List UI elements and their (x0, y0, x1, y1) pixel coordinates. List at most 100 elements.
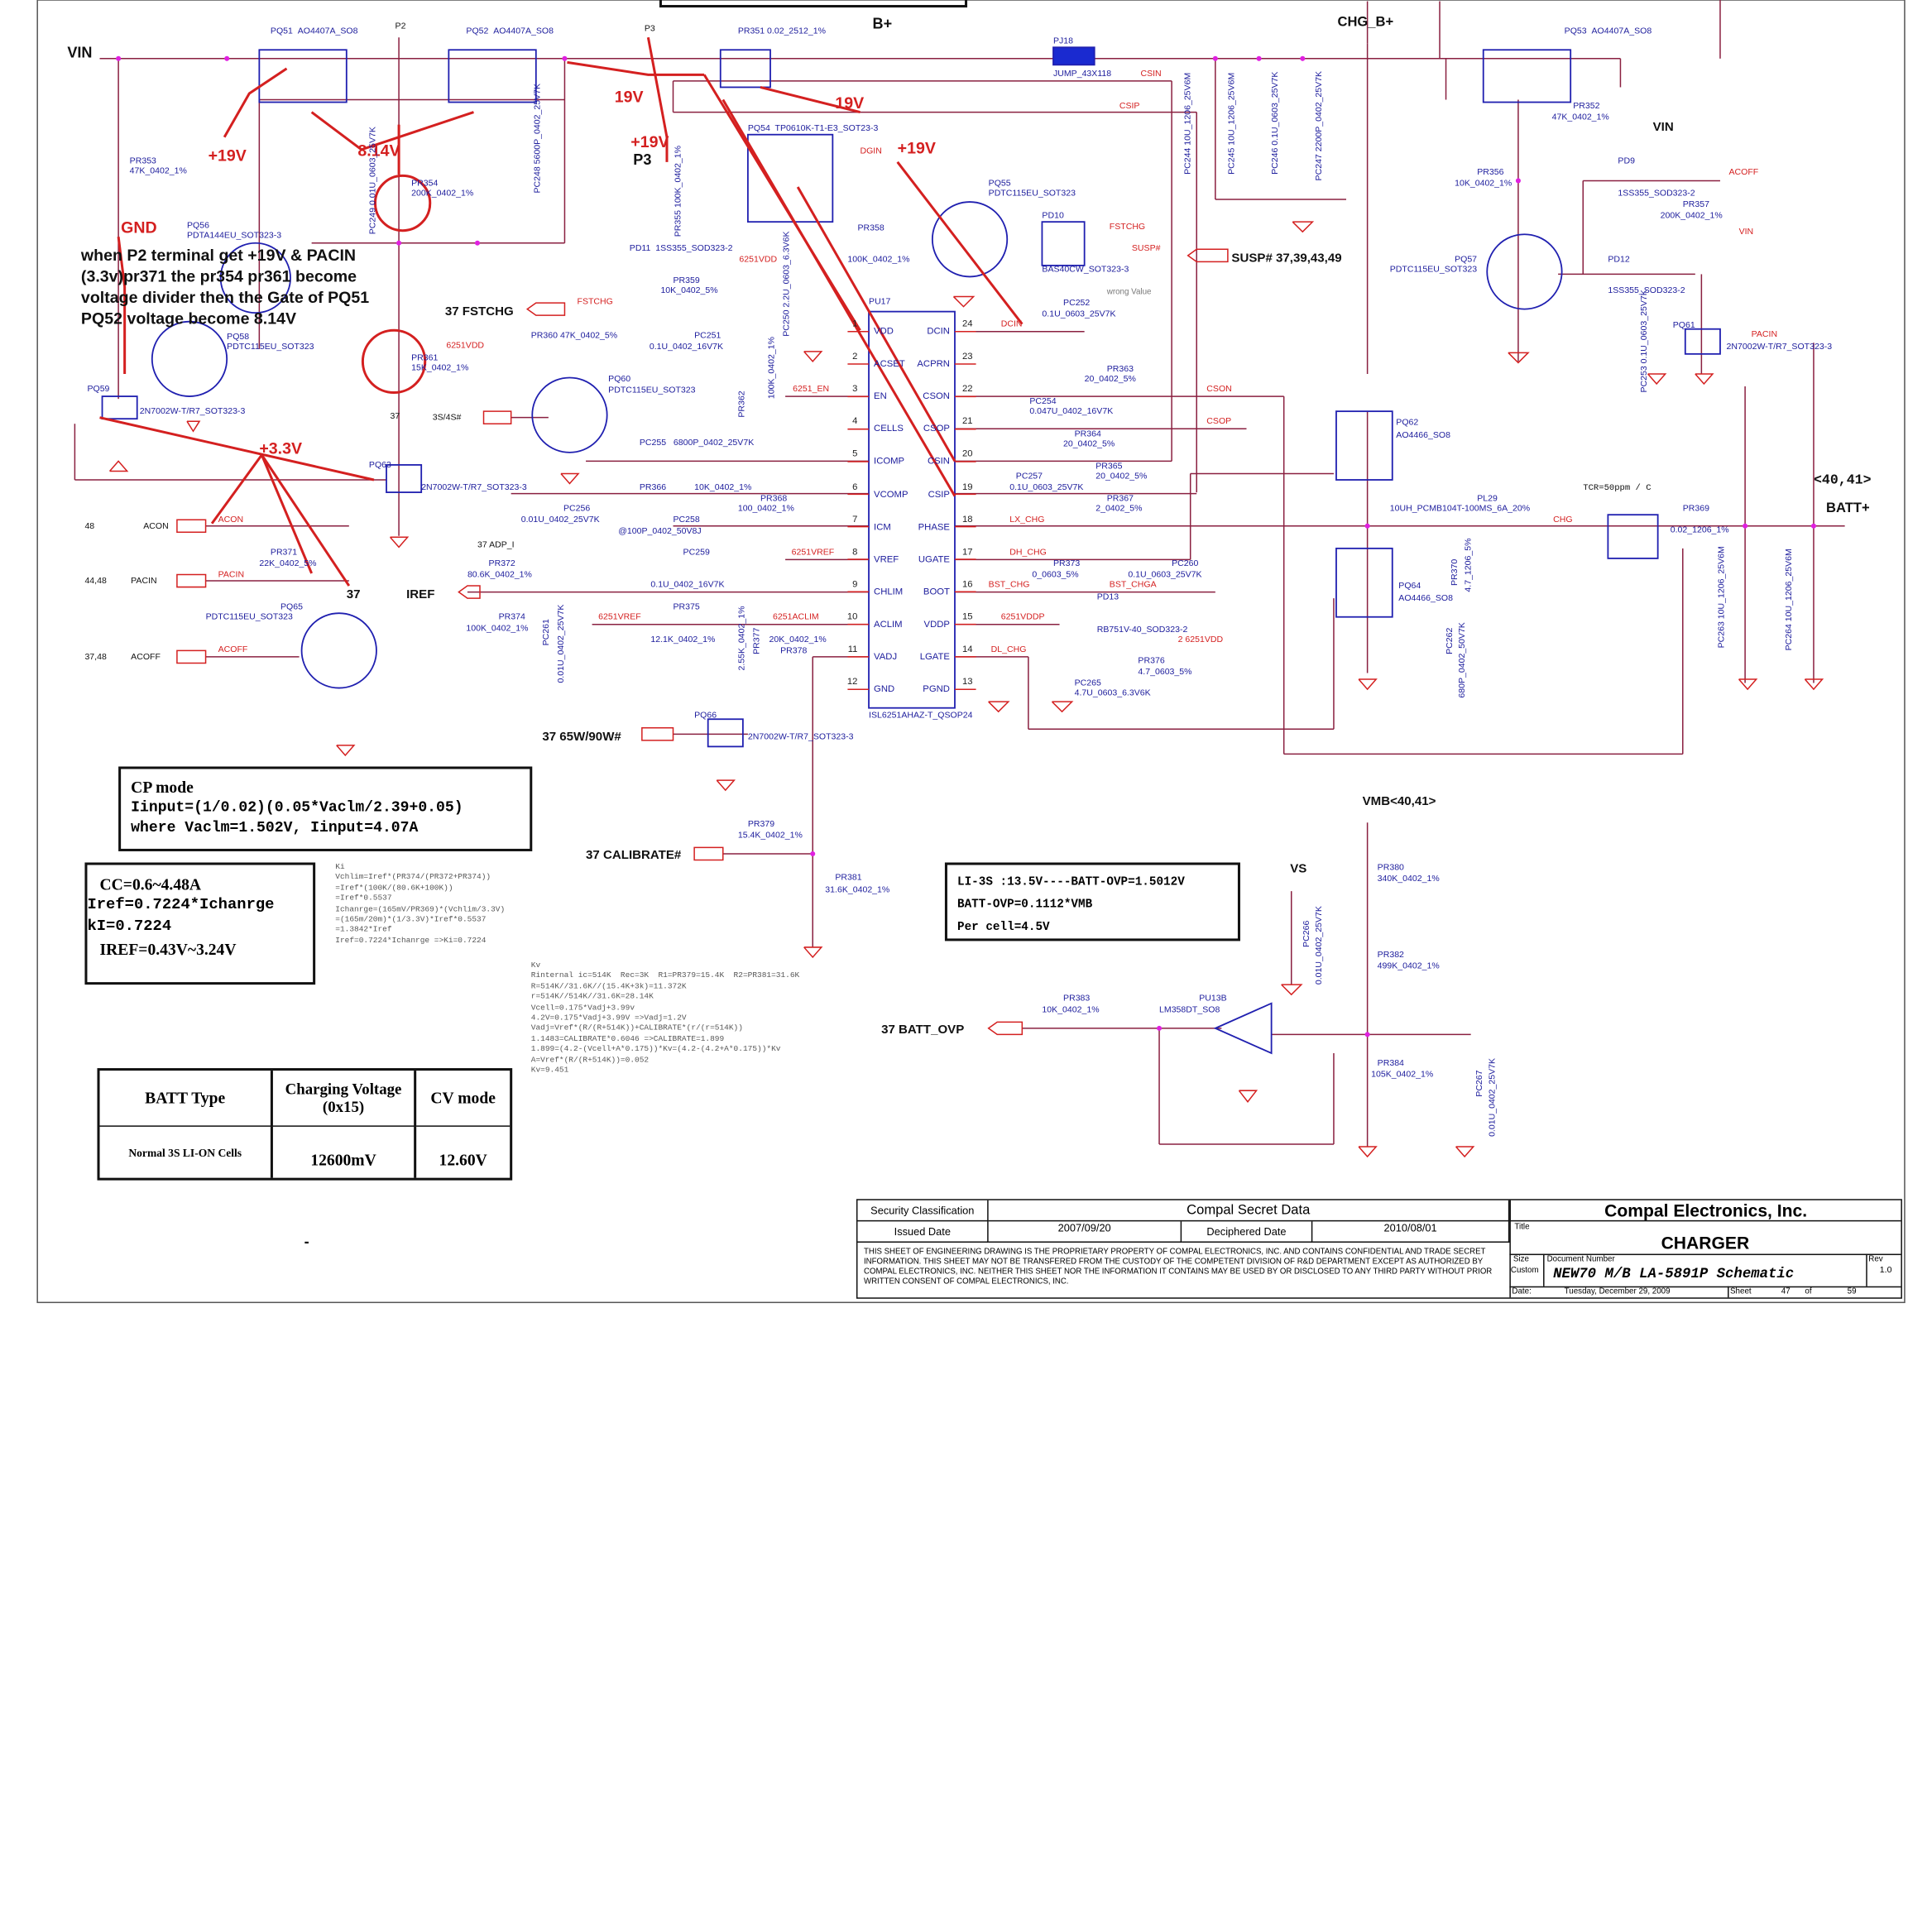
value: 10U_1206_25V6M (1717, 546, 1727, 620)
tcr-note: TCR=50ppm / C (1583, 483, 1652, 494)
component-ref: PC260 (1172, 559, 1199, 568)
explanation-note: when P2 terminal get +19V & PACIN (3.3v)… (81, 244, 369, 328)
note-line: when P2 terminal get +19V & PACIN (80, 245, 357, 265)
component-ref: PR351 0.02_2512_1% (738, 27, 826, 37)
component-ref: PQ65 (280, 603, 303, 612)
component-value: PDTC115EU_SOT323 (988, 189, 1076, 199)
component-value: 12.1K_0402_1% (650, 635, 716, 644)
ic-pin-name: CSON (923, 390, 950, 402)
component-value: 15.4K_0402_1% (737, 831, 803, 841)
ovp-line: LI-3S :13.5V----BATT-OVP=1.5012V (956, 874, 1185, 889)
ic-pin-name: ICM (874, 520, 891, 532)
value: 47K_0402_5% (559, 331, 618, 341)
ic-pin-name: ACLIM (874, 618, 903, 630)
component-ref: PD13 (1096, 593, 1119, 602)
component-ref: PR367 (1106, 495, 1134, 504)
ref: PC244 (1184, 147, 1193, 175)
component-value: 100_0402_1% (737, 505, 794, 514)
port-adp-i: 37 ADP_I (477, 540, 515, 550)
component-ref: PR375 (673, 603, 700, 612)
ref: PC261 (542, 619, 551, 646)
size-label: Size (1513, 1255, 1529, 1264)
component-ref: PR372 (488, 559, 515, 568)
component-ref: PC267 (1476, 1070, 1486, 1096)
deciphered-label: Deciphered Date (1182, 1221, 1313, 1243)
component-value: 1SS355_SOD323-2 (1618, 189, 1695, 199)
divider (1509, 1286, 1901, 1288)
ovp-line: BATT-OVP=0.1112*VMB (956, 897, 1093, 912)
divider (1728, 1286, 1729, 1298)
component-ref: PR353 (129, 156, 156, 166)
component-ref: PR363 (1106, 365, 1134, 374)
ic-pin-name: CSIN (927, 455, 950, 467)
ref: PQ52 (466, 27, 489, 36)
voltage-annotation: +19V (208, 146, 247, 165)
component-ref: PC259 (683, 548, 710, 558)
ic-pin-number: 10 (846, 611, 858, 622)
component-value: 15K_0402_1% (411, 363, 469, 373)
note-line: PQ52 voltage become 8.14V (80, 309, 297, 328)
port-fstchg: 37 FSTCHG (444, 305, 514, 319)
component-ref: PR370 (1451, 559, 1461, 586)
ic-ref: PU17 (869, 298, 891, 307)
component-value: 80.6K_0402_1% (467, 570, 532, 580)
ki-value: kI=0.7224 (87, 917, 172, 935)
ref: PC248 (533, 166, 543, 194)
ref: PC246 (1271, 147, 1281, 175)
ref: PC250 (783, 309, 792, 337)
iref-formula: Iref=0.7224*Ichanrge (87, 896, 275, 914)
component-ref: PC249 0.01U_0603_25V7K (369, 127, 379, 234)
net-vmb: VMB<40,41> (1362, 795, 1436, 809)
ic-pin-number: 3 (852, 382, 858, 395)
value: 10U_1206_25V6M (1227, 72, 1237, 146)
bus-label: <40,41> (1813, 473, 1872, 489)
net-bst-chga: BST_CHGA (1109, 581, 1157, 590)
component-value: 0.1U_0603_25V7K (1128, 570, 1202, 580)
port-acoff: ACOFF (131, 653, 161, 662)
component-value: 680P_0402_50V7K (1459, 622, 1469, 697)
iref-range: IREF=0.43V~3.24V (99, 939, 237, 959)
kv-calculation: Kv Rinternal ic=514K Rec=3K R1=PR379=15.… (530, 961, 800, 1075)
sheet-title: CHARGER (1661, 1232, 1750, 1253)
ic-pin-number: 4 (852, 415, 858, 427)
ic-pin-name: ICOMP (874, 455, 905, 467)
divider (1866, 1253, 1867, 1287)
security-value: Compal Secret Data (988, 1200, 1510, 1222)
component-ref: PR381 (835, 874, 862, 883)
value: AO4407A_SO8 (493, 27, 554, 36)
component-ref: PC246 0.1U_0603_25V7K (1272, 72, 1282, 175)
ic-pin-number: 24 (962, 318, 973, 329)
component-ref: PR357 (1682, 200, 1710, 210)
component-value: JUMP_43X118 (1052, 69, 1112, 79)
batt-table-cell: 12600mV (273, 1126, 417, 1178)
ic-pin-number: 20 (962, 448, 973, 459)
component-value: BAS40CW_SOT323-3 (1042, 265, 1129, 275)
ic-pin-name: ACSET (874, 357, 905, 370)
component-value: 100K_0402_1% (847, 255, 910, 265)
component-value: 105K_0402_1% (1371, 1071, 1434, 1080)
component-ref: PC262 (1446, 628, 1456, 654)
component-value: 0.1U_0402_16V7K (649, 343, 724, 352)
component-value: 2N7002W-T/R7_SOT323-3 (139, 407, 246, 417)
of-label: of (1805, 1287, 1812, 1296)
component-ref: PL29 (1477, 495, 1498, 504)
net-chg: CHG (1553, 515, 1573, 525)
net-pacin: PACIN (218, 570, 245, 580)
ref: PR370 (1450, 558, 1460, 587)
net-lx-chg: LX_CHG (1009, 515, 1045, 525)
net-6251-en: 6251_EN (793, 385, 830, 395)
port-iref: IREF (406, 588, 435, 602)
ref: PC255 (639, 438, 667, 448)
component-ref: PR360 47K_0402_5% (531, 332, 617, 342)
component-ref: PR361 (411, 353, 439, 363)
date-value: Tuesday, December 29, 2009 (1564, 1287, 1671, 1296)
component-ref: PR380 (1377, 864, 1404, 873)
value: TP0610K-T1-E3_SOT23-3 (774, 124, 879, 134)
ref: PD11 (629, 244, 651, 253)
component-value: 2.55K_0402_1% (738, 606, 748, 670)
ic-pin-number: 8 (852, 545, 858, 557)
ic-pin-name: VCOMP (874, 487, 908, 500)
ic-pin-number: 23 (962, 350, 973, 362)
